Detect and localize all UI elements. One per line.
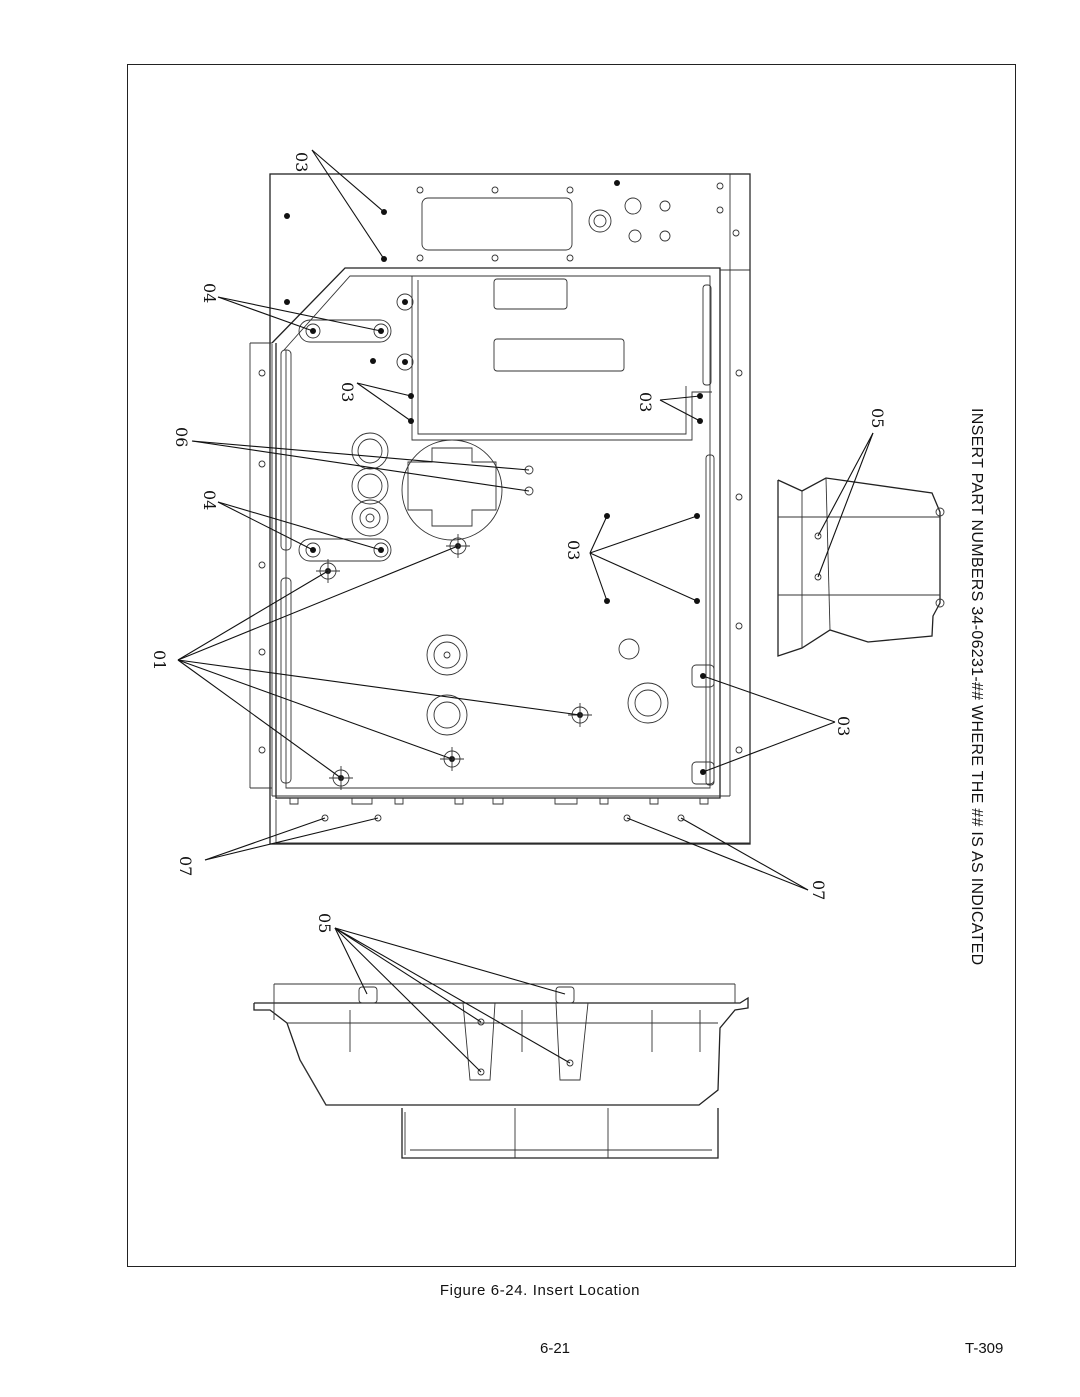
callout-07-left: 07 xyxy=(176,856,195,876)
document-number: T-309 xyxy=(965,1340,1004,1357)
side-view-right xyxy=(777,477,945,657)
callout-01: 01 xyxy=(150,650,169,670)
callout-07-right: 07 xyxy=(809,880,828,900)
callout-03-top: 03 xyxy=(292,152,311,172)
page-number: 6-21 xyxy=(540,1340,571,1357)
callout-03-right-mid: 03 xyxy=(636,392,655,412)
callout-labels: 03 04 03 06 04 03 03 01 05 03 07 07 05 xyxy=(150,152,887,933)
callout-05-bottom: 05 xyxy=(315,913,334,933)
callout-06: 06 xyxy=(172,427,191,447)
callout-05-right: 05 xyxy=(868,408,887,428)
callout-04-lower: 04 xyxy=(200,490,219,510)
figure-frame xyxy=(127,64,1016,1267)
callout-04-upper: 04 xyxy=(200,283,219,303)
insert-part-number-note: INSERT PART NUMBERS 34-06231-## WHERE TH… xyxy=(968,408,985,965)
tray-view-bottom xyxy=(253,983,749,1159)
main-panel-outline xyxy=(249,173,751,845)
callout-03-right-bottom: 03 xyxy=(834,716,853,736)
panel-cutouts xyxy=(258,180,743,822)
callout-03-mid-left: 03 xyxy=(338,382,357,402)
callout-03-center: 03 xyxy=(564,540,583,560)
insert-01-markers xyxy=(316,534,592,790)
leader-lines xyxy=(177,149,874,1073)
figure-caption: Figure 6-24. Insert Location xyxy=(439,1282,641,1299)
